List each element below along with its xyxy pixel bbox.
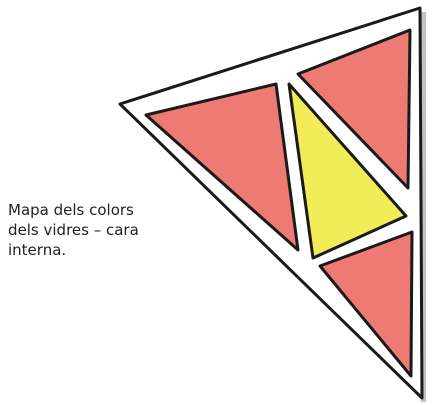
glass-pane-middle-yellow bbox=[287, 82, 408, 260]
glass-pane-top-right-red bbox=[296, 28, 412, 190]
caption: Mapa dels colors dels vidres – cara inte… bbox=[8, 200, 188, 260]
caption-line-3: interna. bbox=[8, 241, 67, 259]
caption-line-2: dels vidres – cara bbox=[8, 221, 139, 239]
glass-pane-bottom-right-red bbox=[318, 230, 414, 378]
wall-edge bbox=[421, 12, 426, 402]
caption-line-1: Mapa dels colors bbox=[8, 201, 134, 219]
glass-pane-left-red bbox=[144, 82, 300, 252]
